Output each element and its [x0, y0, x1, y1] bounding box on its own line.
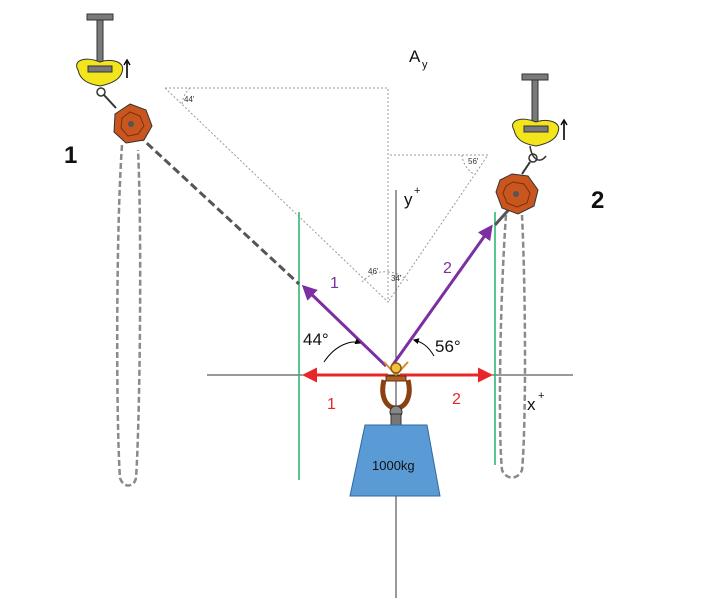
rigging-shackle — [380, 361, 412, 429]
angle-arc-left — [323, 338, 362, 363]
angle-arc-right — [412, 338, 435, 357]
angle-right-label: 56° — [435, 337, 461, 356]
hoist-left-label: 1 — [64, 142, 77, 169]
angle-left-label: 44° — [303, 330, 329, 349]
hoist-right — [495, 73, 568, 215]
hoist-right-label: 2 — [591, 187, 604, 214]
force-vector-rope-1 — [301, 284, 388, 368]
weight-label: 1000kg — [372, 458, 415, 473]
title-label: A — [409, 47, 421, 66]
arc-56-top — [461, 154, 475, 175]
axis-y-label: y — [404, 190, 413, 209]
angle-small-right-top: 56' — [468, 157, 479, 166]
angle-small-center-right: 34' — [391, 274, 402, 283]
arc-34 — [387, 271, 409, 282]
horizontal-label-left: 1 — [327, 396, 336, 413]
weight-block — [349, 424, 441, 497]
angle-small-center-left: 46' — [368, 267, 379, 276]
angle-small-left-top: 44' — [184, 95, 195, 104]
axis-y-sup: + — [414, 185, 420, 197]
force-vector-rope-2 — [390, 224, 493, 367]
axis-x-sup: + — [538, 390, 544, 402]
arc-44-top — [181, 87, 191, 106]
rope-label-left: 1 — [330, 275, 339, 292]
chain-loops — [115, 144, 527, 487]
horizontal-label-right: 2 — [452, 391, 461, 408]
rope-label-right: 2 — [443, 260, 452, 277]
chain-rope-left — [136, 133, 301, 286]
axis-x-label: x — [527, 395, 536, 414]
hoist-left — [76, 13, 153, 144]
construction-lines — [164, 87, 489, 304]
title-subscript: y — [422, 59, 428, 71]
